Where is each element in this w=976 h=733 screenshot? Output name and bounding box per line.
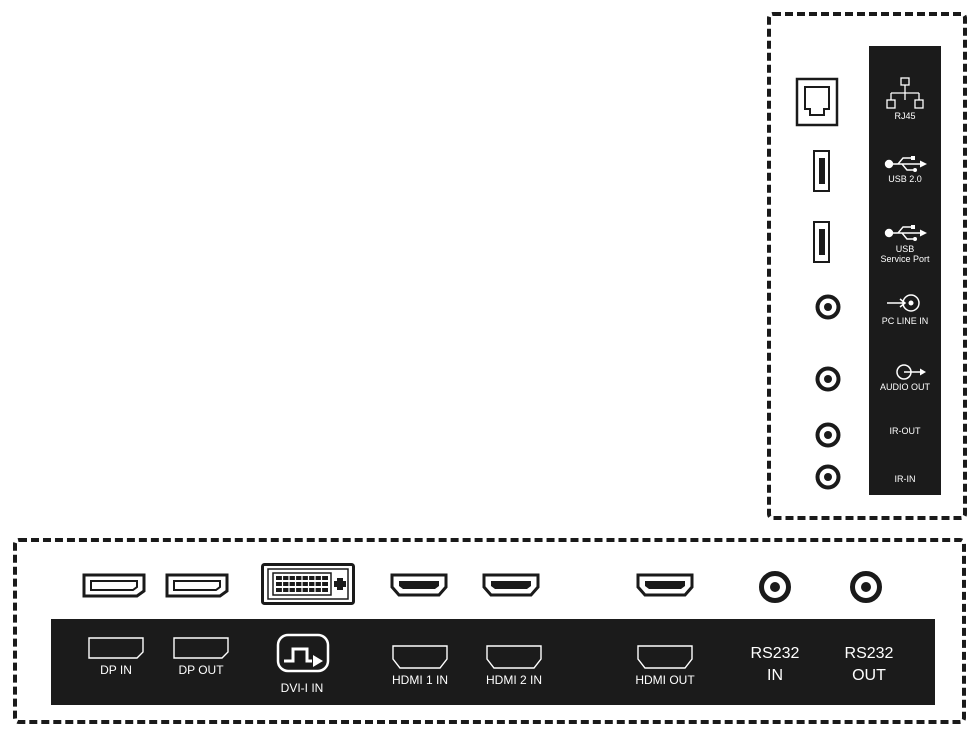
dp-in-label: DP IN	[100, 663, 132, 677]
usb-icon	[884, 156, 927, 172]
bottom-panel-frame	[13, 538, 966, 724]
rs232-out-label-line2: OUT	[852, 667, 886, 684]
dvi-i-in-label: DVI-I IN	[280, 681, 324, 695]
network-icon	[886, 77, 924, 109]
pc-line-in-label: PC LINE IN	[881, 316, 929, 326]
usb-port	[813, 221, 830, 263]
audio-jack	[815, 294, 841, 320]
audio-out-icon	[896, 364, 926, 380]
audio-jack	[815, 366, 841, 392]
hdmi-out-label: HDMI OUT	[635, 673, 695, 687]
hdmi-1-in-label: HDMI 1 IN	[391, 673, 448, 687]
audio-jack	[850, 571, 882, 603]
rj45-port	[795, 77, 839, 127]
rj45-label: RJ45	[894, 111, 916, 121]
bottom-label-strip	[51, 619, 935, 705]
ir-in-label: IR-IN	[894, 474, 916, 484]
audio-jack	[759, 571, 791, 603]
hdmi-2-in-label: HDMI 2 IN	[485, 673, 542, 687]
displayport-port	[165, 573, 229, 598]
ir-out-label: IR-OUT	[889, 426, 921, 436]
usb-port	[813, 150, 830, 192]
side-panel-frame	[767, 12, 967, 520]
usb-service-label-line2: Service Port	[880, 254, 930, 264]
displayport-icon	[173, 637, 229, 659]
dp-out-label: DP OUT	[178, 663, 224, 677]
hdmi-port	[636, 573, 694, 597]
rs232-out-label-line1: RS232	[844, 645, 894, 662]
usb-2-label: USB 2.0	[888, 174, 922, 184]
hdmi-icon	[392, 645, 448, 669]
side-label-strip	[869, 46, 941, 495]
hdmi-port	[482, 573, 540, 597]
rs232-in-label-line1: RS232	[750, 645, 800, 662]
usb-icon	[884, 225, 927, 241]
rs232-in-label-line2: IN	[767, 667, 783, 684]
dvi-icon	[276, 633, 330, 673]
audio-jack	[815, 464, 841, 490]
usb-service-label-line1: USB	[895, 244, 915, 254]
hdmi-icon	[637, 645, 693, 669]
audio-jack	[815, 422, 841, 448]
dvi-port	[261, 563, 355, 605]
hdmi-port	[390, 573, 448, 597]
audio-out-label: AUDIO OUT	[879, 382, 930, 392]
hdmi-icon	[486, 645, 542, 669]
displayport-port	[82, 573, 146, 598]
displayport-icon	[88, 637, 144, 659]
audio-in-icon	[887, 294, 920, 312]
